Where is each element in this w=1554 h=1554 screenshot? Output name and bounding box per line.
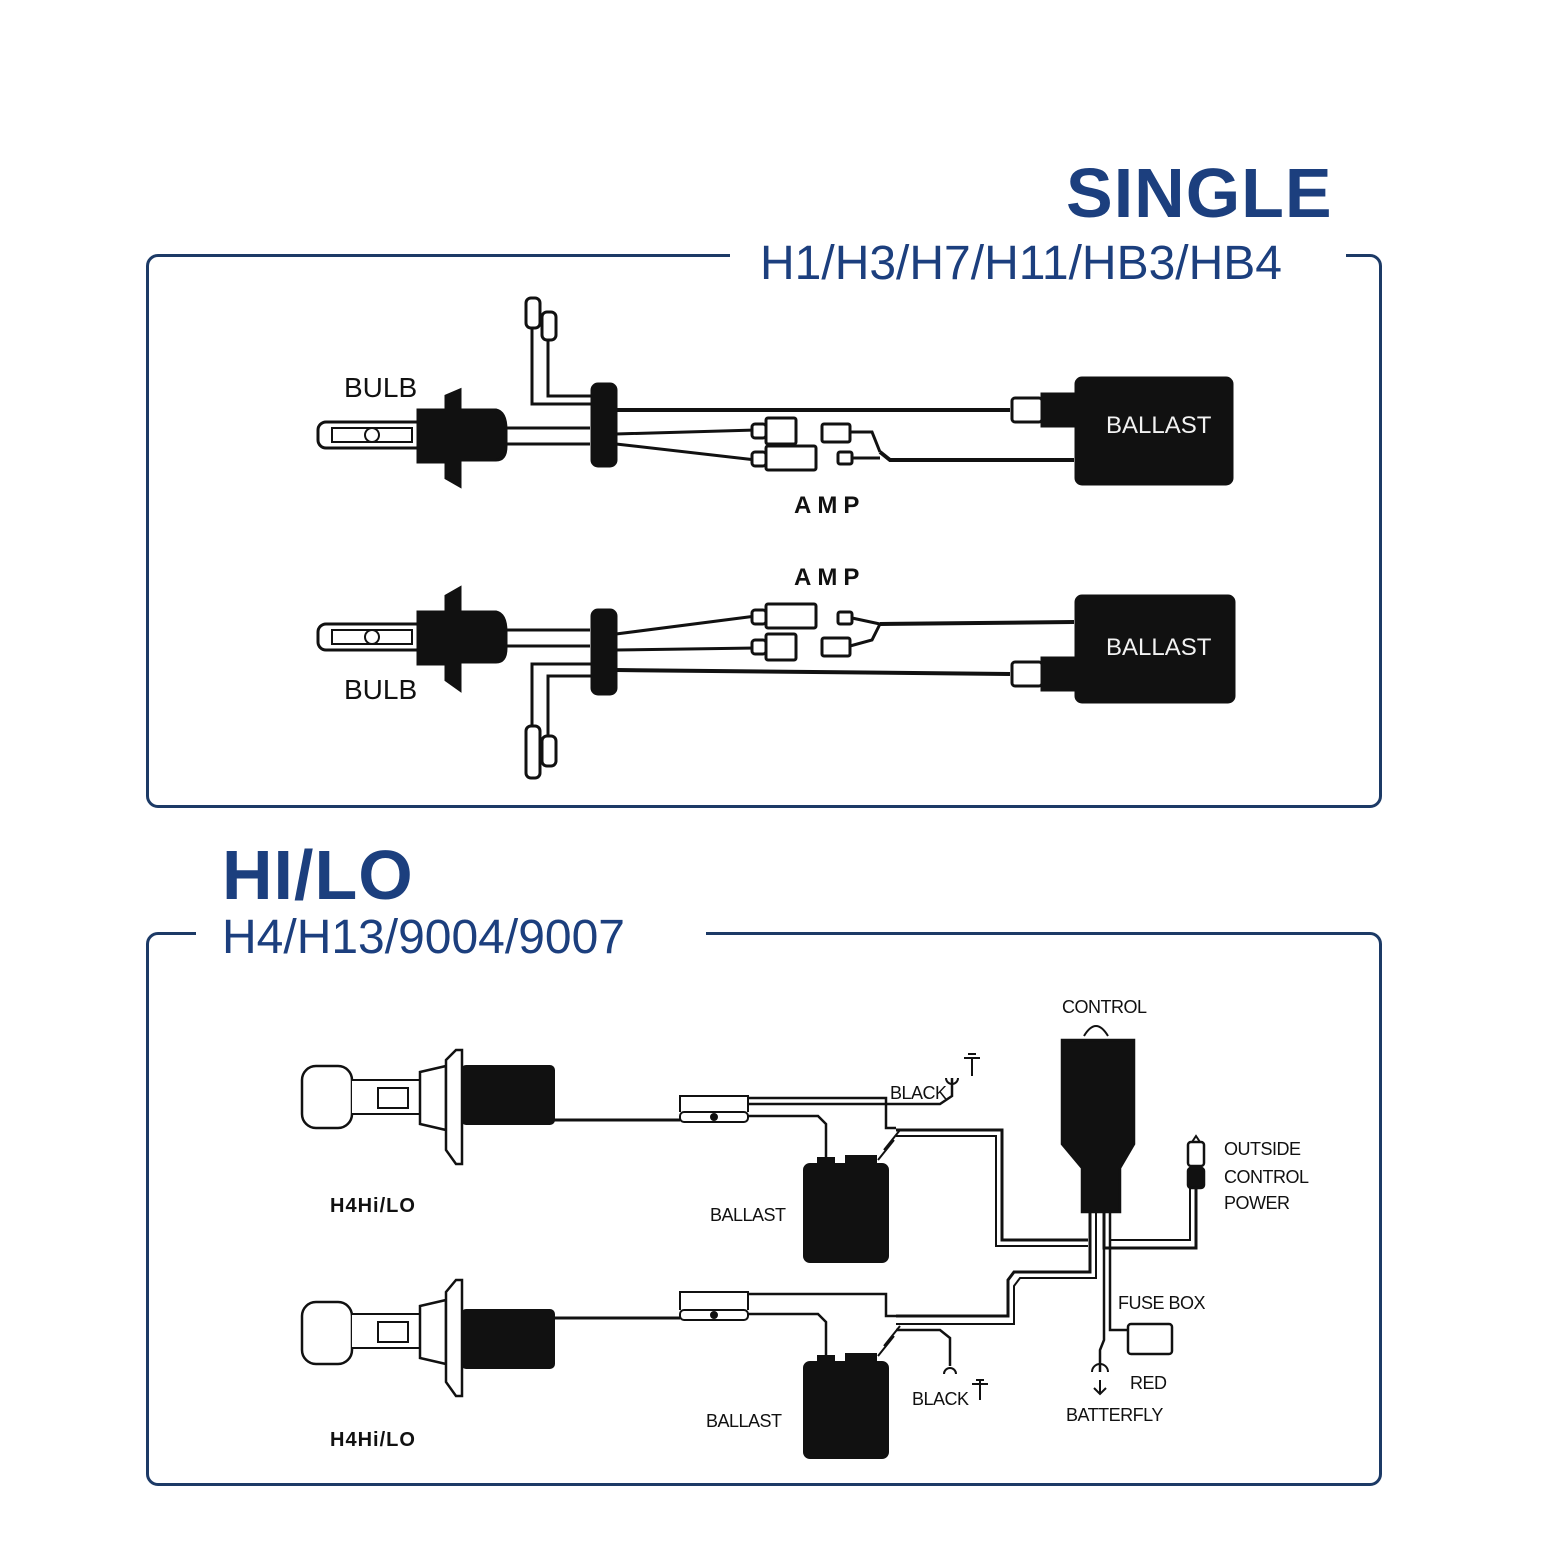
connector-icon xyxy=(524,724,558,780)
hilo-models: H4/H13/9004/9007 xyxy=(222,911,625,964)
h4-bulb-label-bottom: H4Hi/LO xyxy=(330,1429,416,1451)
hilo-title: HI/LO xyxy=(222,836,414,914)
fuse-connector-icon xyxy=(679,1095,749,1123)
bulb-label-top: BULB xyxy=(344,372,418,403)
hilo-frame-gap xyxy=(196,926,706,938)
single-models: H1/H3/H7/H11/HB3/HB4 xyxy=(760,237,1282,290)
single-assembly-top xyxy=(316,296,1234,489)
amp-connector-icon xyxy=(750,416,882,472)
battery-label: BATTERFLY xyxy=(1066,1405,1163,1425)
control-relay xyxy=(896,1025,1206,1396)
fuse-connector-icon xyxy=(679,1291,749,1321)
control-power-label: CONTROL xyxy=(1224,1167,1309,1187)
ballast-label-hilo-top: BALLAST xyxy=(710,1205,786,1225)
ballast-box xyxy=(803,1361,889,1459)
outside-label: OUTSIDE xyxy=(1224,1139,1301,1159)
grommet xyxy=(590,608,618,696)
grommet xyxy=(590,382,618,468)
battery-clip-icon xyxy=(1091,1363,1109,1396)
single-frame-gap xyxy=(730,248,1346,260)
ballast-plug-icon xyxy=(1010,392,1080,428)
hilo-panel-frame xyxy=(146,932,1382,1486)
bulb-icon xyxy=(316,585,508,693)
ballast-box xyxy=(1074,376,1234,486)
hilo-assembly-bottom xyxy=(300,1278,988,1459)
fuse-box xyxy=(1126,1322,1174,1356)
single-title: SINGLE xyxy=(1066,154,1333,232)
ballast-plug-icon xyxy=(1010,656,1080,692)
red-label: RED xyxy=(1130,1373,1167,1393)
amp-label-bottom: AMP xyxy=(794,564,866,591)
amp-connector-icon xyxy=(750,602,882,662)
control-switch-icon xyxy=(1083,1025,1109,1037)
ground-icon xyxy=(945,1053,980,1085)
ballast-box xyxy=(1074,594,1236,704)
ground-icon xyxy=(943,1367,988,1400)
outside-plug-icon xyxy=(1186,1134,1206,1190)
black-label-top: BLACK xyxy=(890,1083,947,1103)
ballast-label-bottom: BALLAST xyxy=(1106,634,1212,661)
power-label: POWER xyxy=(1224,1193,1290,1213)
h4-bulb-icon xyxy=(300,1278,555,1398)
ballast-label-top: BALLAST xyxy=(1106,412,1212,439)
black-label-bottom: BLACK xyxy=(912,1389,969,1409)
h4-bulb-label-top: H4Hi/LO xyxy=(330,1195,416,1217)
fuse-box-label: FUSE BOX xyxy=(1118,1293,1206,1313)
connector-icon xyxy=(524,296,558,342)
hilo-assembly-top xyxy=(300,1048,1088,1263)
ballast-label-hilo-bottom: BALLAST xyxy=(706,1411,782,1431)
ballast-box xyxy=(803,1163,889,1263)
h4-bulb-icon xyxy=(300,1048,555,1166)
bulb-label-bottom: BULB xyxy=(344,674,418,705)
bulb-icon xyxy=(316,387,508,489)
single-assembly-bottom xyxy=(316,585,1236,780)
control-label: CONTROL xyxy=(1062,997,1147,1017)
amp-label-top: AMP xyxy=(794,492,866,519)
